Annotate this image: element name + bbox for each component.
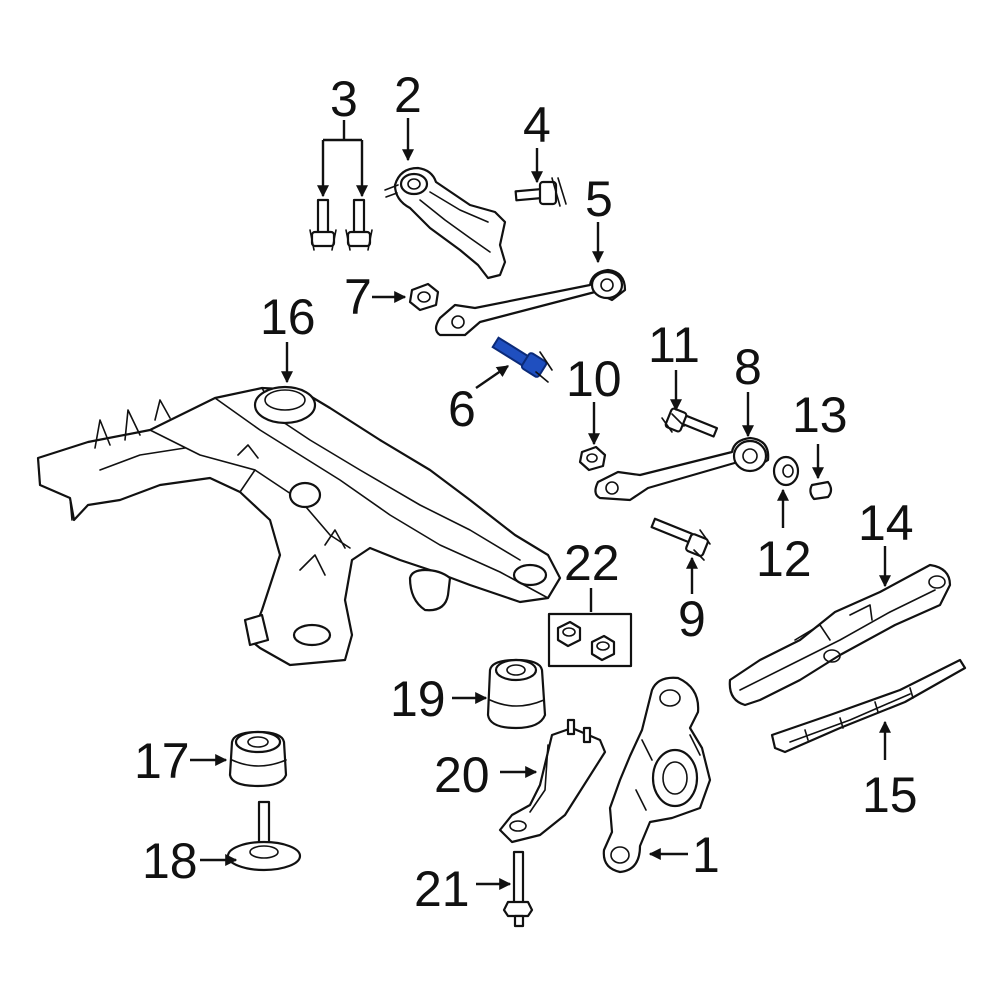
- callout-11: 11: [648, 317, 700, 373]
- callout-13: 13: [792, 387, 848, 443]
- lower-arm-part-14[interactable]: [728, 563, 952, 707]
- upper-control-arm-part[interactable]: [384, 166, 507, 280]
- callout-3: 3: [330, 71, 358, 127]
- callout-20: 20: [434, 747, 490, 803]
- callout-12: 12: [756, 531, 812, 587]
- callout-6: 6: [448, 381, 476, 437]
- knuckle-part-1[interactable]: [602, 676, 712, 874]
- callout-2: 2: [394, 67, 422, 123]
- crossmember-part[interactable]: [36, 385, 562, 667]
- bolt-part-21[interactable]: [502, 850, 534, 928]
- bracket-part-20[interactable]: [498, 718, 607, 844]
- callout-16: 16: [260, 289, 316, 345]
- bolts-part-3[interactable]: [309, 198, 373, 251]
- leader-lines: [190, 118, 891, 890]
- callout-9: 9: [678, 591, 706, 647]
- callout-7: 7: [344, 269, 372, 325]
- callout-5: 5: [585, 171, 613, 227]
- callout-22: 22: [564, 535, 620, 591]
- lateral-link-part-5[interactable]: [434, 268, 627, 337]
- callout-17: 17: [134, 733, 190, 789]
- callout-8: 8: [734, 339, 762, 395]
- callout-15: 15: [862, 767, 918, 823]
- callout-labels: 1 2 3 4 5 6 7 8 9 10 11 12 13 14 15 16 1…: [134, 67, 918, 917]
- sleeve-part-13[interactable]: [809, 480, 833, 501]
- stud-part-18[interactable]: [226, 800, 302, 872]
- bushing-part-17[interactable]: [228, 730, 288, 788]
- nut-part-10[interactable]: [578, 445, 607, 472]
- highlighted-bolt-part-6[interactable]: [491, 336, 553, 383]
- callout-14: 14: [858, 495, 914, 551]
- callout-10: 10: [566, 351, 622, 407]
- bolt-part-9[interactable]: [650, 517, 711, 561]
- nuts-part-22[interactable]: [547, 612, 633, 668]
- callout-4: 4: [523, 97, 551, 153]
- shield-part-15[interactable]: [770, 658, 967, 754]
- trailing-link-part-8[interactable]: [594, 436, 770, 502]
- nut-part-7[interactable]: [408, 282, 440, 312]
- callout-18: 18: [142, 833, 198, 889]
- bushing-part-12[interactable]: [772, 455, 800, 487]
- bushing-part-19[interactable]: [486, 658, 547, 730]
- bolt-part-11[interactable]: [661, 407, 719, 438]
- callout-19: 19: [390, 671, 446, 727]
- callout-1: 1: [692, 827, 720, 883]
- bolt-part-4[interactable]: [514, 177, 567, 207]
- callout-21: 21: [414, 861, 470, 917]
